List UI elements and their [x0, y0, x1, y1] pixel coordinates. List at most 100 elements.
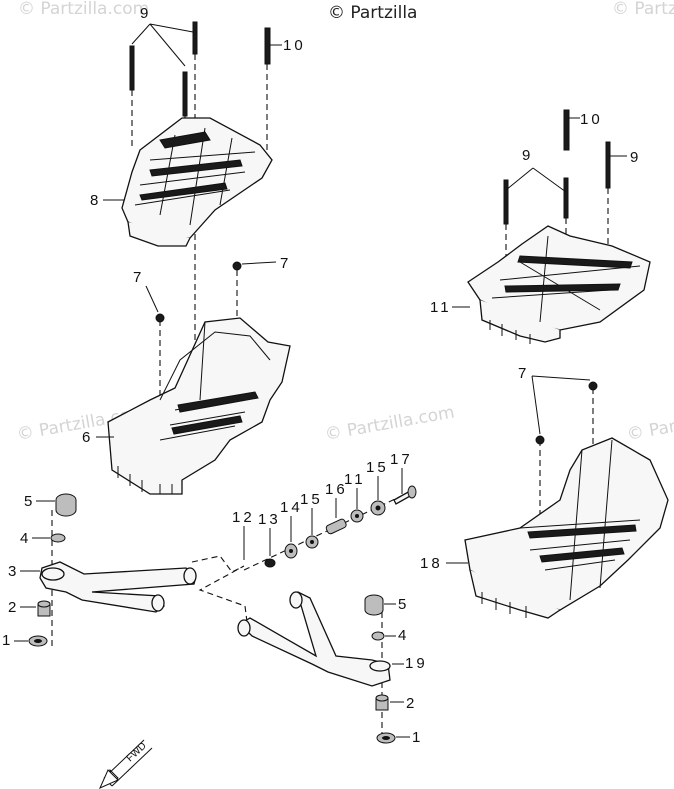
svg-text:7: 7 [133, 269, 144, 286]
washer-13 [264, 558, 276, 568]
watermark-mid-right: © Partzilla.com [625, 402, 674, 444]
part-18-footwell-right [464, 437, 669, 619]
svg-text:2: 2 [8, 599, 19, 616]
part-11-footrest-upper-right [467, 225, 651, 344]
callout-1-left: 1 [2, 632, 28, 649]
svg-text:9: 9 [522, 147, 533, 164]
callout-10-top: 10 [270, 37, 306, 54]
copyright-text: © Partzilla [328, 3, 417, 23]
nut-1-right [376, 732, 396, 744]
callout-8: 8 [90, 192, 124, 209]
callout-1-right: 1 [396, 729, 423, 746]
callout-15-a: 15 [300, 491, 323, 535]
svg-text:1: 1 [412, 729, 423, 746]
nut-1-left [28, 635, 48, 647]
svg-text:5: 5 [24, 493, 35, 510]
nut-7-right-a [535, 435, 545, 445]
svg-text:2: 2 [406, 695, 417, 712]
bolt-9-right-b [563, 177, 569, 219]
callout-2-right: 2 [390, 695, 417, 712]
svg-text:15: 15 [366, 459, 389, 476]
callout-18: 18 [420, 555, 468, 572]
svg-text:19: 19 [405, 655, 428, 672]
bolt-9-left-c [192, 21, 198, 55]
callout-11: 11 [430, 299, 470, 316]
svg-text:1: 1 [2, 632, 13, 649]
watermark-mid-center: © Partzilla.com [323, 402, 456, 444]
watermark-top-right: © Partzilla.com [612, 0, 674, 19]
assembly-lines-part-6 [159, 270, 238, 400]
svg-text:16: 16 [325, 481, 348, 498]
callout-7-left-a: 7 [133, 269, 159, 313]
callout-9-right-b: 9 [610, 149, 641, 166]
callout-2-left: 2 [8, 599, 36, 616]
assembly-lines-center [191, 555, 248, 623]
bolt-9-left-b [182, 71, 188, 117]
nut-7-left-b [232, 261, 242, 271]
watermarks: © Partzilla.com © Partzilla.com © Partzi… [15, 0, 674, 445]
svg-text:10: 10 [283, 37, 306, 54]
svg-text:7: 7 [518, 365, 529, 382]
svg-text:9: 9 [630, 149, 641, 166]
washer-14 [284, 543, 298, 559]
washer-15-b [370, 500, 386, 516]
callout-9-right-a: 9 [505, 147, 567, 193]
washer-11 [350, 509, 364, 523]
callout-7-right: 7 [518, 365, 591, 435]
svg-text:4: 4 [20, 530, 31, 547]
svg-text:10: 10 [580, 111, 603, 128]
svg-text:12: 12 [232, 509, 255, 526]
callout-5-right: 5 [384, 596, 409, 613]
svg-text:11: 11 [344, 471, 366, 488]
bushing-2-left [37, 600, 51, 617]
svg-text:3: 3 [8, 563, 19, 580]
svg-text:11: 11 [430, 299, 452, 316]
watermark-top-left: © Partzilla.com [18, 0, 149, 19]
svg-text:7: 7 [280, 255, 291, 272]
forward-direction-arrow-icon: FWD [99, 739, 153, 789]
callout-4-right: 4 [385, 627, 409, 644]
callout-10-right: 10 [569, 111, 603, 128]
nut-7-left-a [155, 313, 165, 323]
callout-5-left: 5 [24, 493, 55, 510]
svg-text:4: 4 [398, 627, 409, 644]
callout-15-b: 15 [366, 459, 389, 500]
callout-19: 19 [392, 655, 428, 672]
bushing-5-right [364, 594, 384, 616]
part-8-footrest-upper [121, 117, 273, 247]
bushing-4-right [371, 631, 385, 641]
svg-text:14: 14 [280, 499, 303, 516]
callout-17: 17 [390, 451, 413, 494]
svg-text:17: 17 [390, 451, 413, 468]
svg-text:13: 13 [258, 511, 281, 528]
svg-text:8: 8 [90, 192, 101, 209]
callout-13: 13 [258, 511, 281, 556]
callout-16: 16 [325, 481, 348, 518]
part-3-swing-arm-left [39, 561, 197, 613]
callout-14: 14 [280, 499, 303, 542]
callout-6: 6 [82, 429, 114, 446]
bolt-9-left-a [129, 45, 135, 91]
svg-text:18: 18 [420, 555, 443, 572]
bolt-9-right-a [503, 179, 509, 225]
sleeve-16 [325, 518, 347, 535]
part-19-swing-arm-right [237, 591, 391, 687]
callout-4-left: 4 [20, 530, 50, 547]
svg-text:15: 15 [300, 491, 323, 508]
svg-text:9: 9 [140, 5, 151, 22]
bolt-10-right [563, 109, 570, 151]
callout-12: 12 [232, 509, 255, 560]
bolt-10-left [264, 27, 271, 65]
bolt-17 [393, 485, 417, 505]
svg-text:6: 6 [82, 429, 93, 446]
bushing-4-left [50, 533, 66, 543]
fwd-label: FWD [125, 741, 149, 765]
bushing-2-right [375, 694, 389, 711]
callout-11-hardware: 11 [344, 471, 366, 509]
nut-7-right-b [588, 381, 598, 391]
callout-7-left-b: 7 [241, 255, 291, 272]
callout-9-top: 9 [131, 5, 194, 67]
washer-15-a [305, 535, 319, 549]
svg-text:5: 5 [398, 596, 409, 613]
